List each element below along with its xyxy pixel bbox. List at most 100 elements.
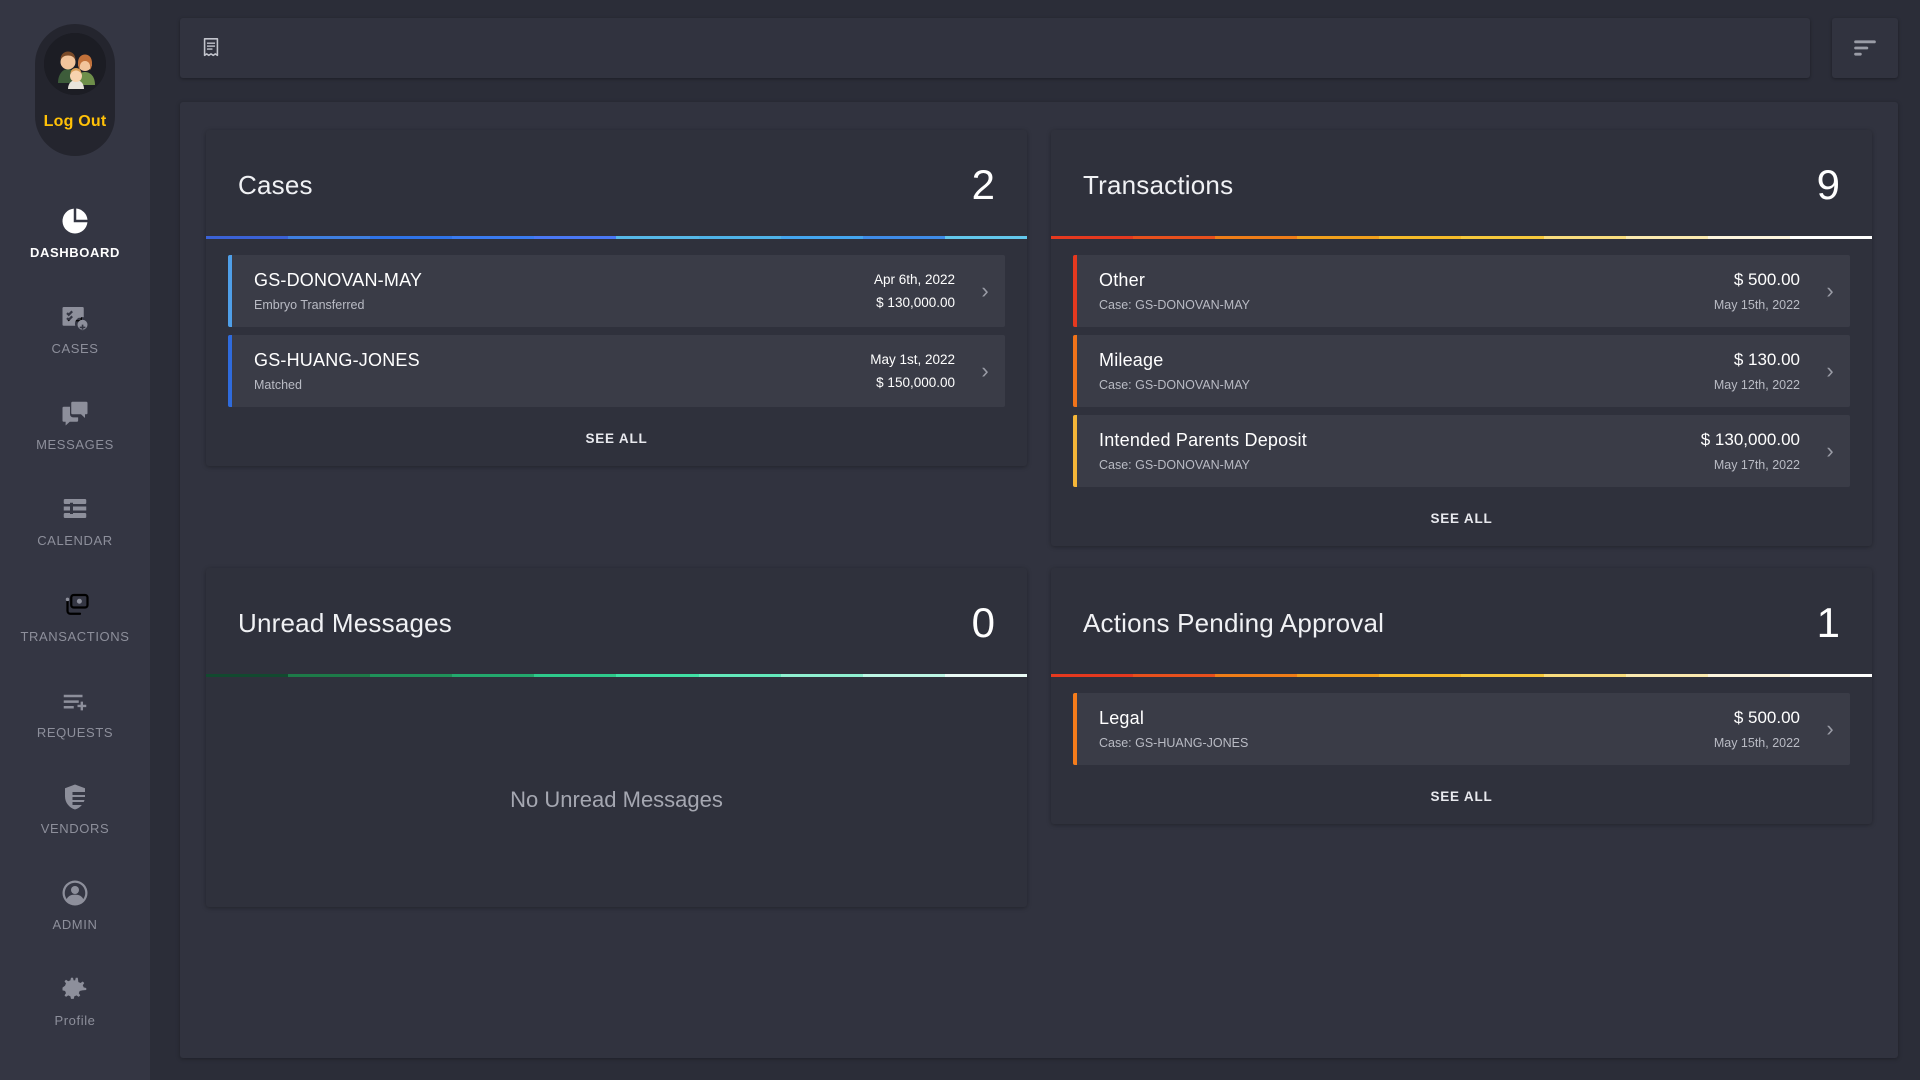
sidebar-item-messages[interactable]: MESSAGES bbox=[0, 384, 150, 466]
sidebar-item-label: CASES bbox=[51, 341, 99, 356]
accent-segment bbox=[534, 236, 617, 239]
accent-segment bbox=[288, 236, 371, 239]
actions-pending-see-all-link[interactable]: SEE ALL bbox=[1430, 789, 1493, 804]
sidebar-item-dashboard[interactable]: DASHBOARD bbox=[0, 192, 150, 274]
sidebar-item-label: CALENDAR bbox=[37, 533, 113, 548]
sidebar-item-requests[interactable]: REQUESTS bbox=[0, 672, 150, 754]
sidebar-item-admin[interactable]: ADMIN bbox=[0, 864, 150, 946]
actions-pending-count: 1 bbox=[1816, 599, 1840, 646]
logout-button[interactable]: Log Out bbox=[35, 24, 115, 156]
row-title: Legal bbox=[1099, 708, 1145, 728]
row-amount: $ 500.00 bbox=[1733, 270, 1800, 289]
row-title: Other bbox=[1099, 270, 1146, 290]
sidebar-item-label: TRANSACTIONS bbox=[20, 629, 130, 644]
sidebar-item-vendors[interactable]: VENDORS bbox=[0, 768, 150, 850]
row-title: Intended Parents Deposit bbox=[1099, 430, 1307, 450]
sidebar-item-profile[interactable]: Profile bbox=[0, 960, 150, 1042]
sidebar: Log Out DASHBOARD CASES MESSAGES bbox=[0, 0, 150, 1080]
user-circle-icon bbox=[60, 878, 90, 908]
accent-segment bbox=[698, 236, 781, 239]
accent-segment bbox=[1297, 236, 1380, 239]
chevron-right-icon[interactable]: › bbox=[981, 278, 989, 303]
search-bar[interactable] bbox=[180, 18, 1810, 78]
accent-segment bbox=[780, 674, 863, 677]
transactions-icon bbox=[60, 590, 90, 620]
cases-count: 2 bbox=[971, 161, 995, 208]
unread-messages-card-header: Unread Messages 0 bbox=[206, 568, 1027, 674]
sort-button[interactable] bbox=[1832, 18, 1898, 78]
unread-messages-empty-state: No Unread Messages bbox=[206, 677, 1027, 907]
accent-segment bbox=[534, 674, 617, 677]
chevron-right-icon[interactable]: › bbox=[1826, 716, 1834, 741]
row-right: Apr 6th, 2022$ 130,000.00 bbox=[874, 272, 955, 310]
accent-segment bbox=[1297, 674, 1380, 677]
row-accent-bar bbox=[1073, 415, 1077, 487]
accent-segment bbox=[944, 674, 1027, 677]
accent-segment bbox=[1625, 236, 1708, 239]
row-subtitle: Case: GS-HUANG-JONES bbox=[1099, 736, 1249, 750]
row-date: May 12th, 2022 bbox=[1713, 378, 1800, 392]
transactions-accent-bar bbox=[1051, 236, 1872, 239]
accent-segment bbox=[616, 674, 699, 677]
accent-segment bbox=[1051, 674, 1134, 677]
accent-segment bbox=[1051, 236, 1134, 239]
accent-segment bbox=[370, 236, 453, 239]
vendors-icon bbox=[60, 782, 90, 812]
unread-messages-accent-bar bbox=[206, 674, 1027, 677]
pie-chart-icon bbox=[60, 206, 90, 236]
chevron-right-icon[interactable]: › bbox=[1826, 438, 1834, 463]
row-title: GS-DONOVAN-MAY bbox=[254, 270, 423, 290]
row-subtitle: Case: GS-DONOVAN-MAY bbox=[1099, 378, 1250, 392]
accent-segment bbox=[452, 236, 535, 239]
sidebar-item-label: MESSAGES bbox=[36, 437, 114, 452]
row-amount: $ 130,000.00 bbox=[876, 295, 955, 310]
row-accent-bar bbox=[1073, 693, 1077, 765]
accent-segment bbox=[1543, 236, 1626, 239]
accent-segment bbox=[1215, 236, 1298, 239]
transactions-title: Transactions bbox=[1083, 169, 1234, 200]
unread-messages-title: Unread Messages bbox=[238, 607, 452, 638]
sidebar-item-label: VENDORS bbox=[40, 821, 110, 836]
accent-segment bbox=[288, 674, 371, 677]
chevron-right-icon[interactable]: › bbox=[1826, 358, 1834, 383]
chevron-right-icon[interactable]: › bbox=[1826, 278, 1834, 303]
sidebar-item-transactions[interactable]: TRANSACTIONS bbox=[0, 576, 150, 658]
toolbar bbox=[180, 18, 1898, 78]
accent-segment bbox=[780, 236, 863, 239]
sidebar-item-cases[interactable]: CASES bbox=[0, 288, 150, 370]
chevron-right-icon[interactable]: › bbox=[981, 358, 989, 383]
row-accent-bar bbox=[1073, 335, 1077, 407]
transactions-see-all-link[interactable]: SEE ALL bbox=[1430, 511, 1493, 526]
page-title: Cases bbox=[238, 169, 313, 200]
row-subtitle: Case: GS-DONOVAN-MAY bbox=[1099, 458, 1250, 472]
sidebar-item-calendar[interactable]: CALENDAR bbox=[0, 480, 150, 562]
cases-see-all-link[interactable]: SEE ALL bbox=[585, 431, 648, 446]
transactions-card-header: Transactions 9 bbox=[1051, 130, 1872, 236]
row-date: May 1st, 2022 bbox=[870, 352, 955, 367]
row-amount: $ 500.00 bbox=[1733, 708, 1800, 727]
row-accent-bar bbox=[228, 255, 232, 327]
accent-segment bbox=[698, 674, 781, 677]
row-accent-bar bbox=[228, 335, 232, 407]
accent-segment bbox=[1461, 674, 1544, 677]
accent-segment bbox=[944, 236, 1027, 239]
